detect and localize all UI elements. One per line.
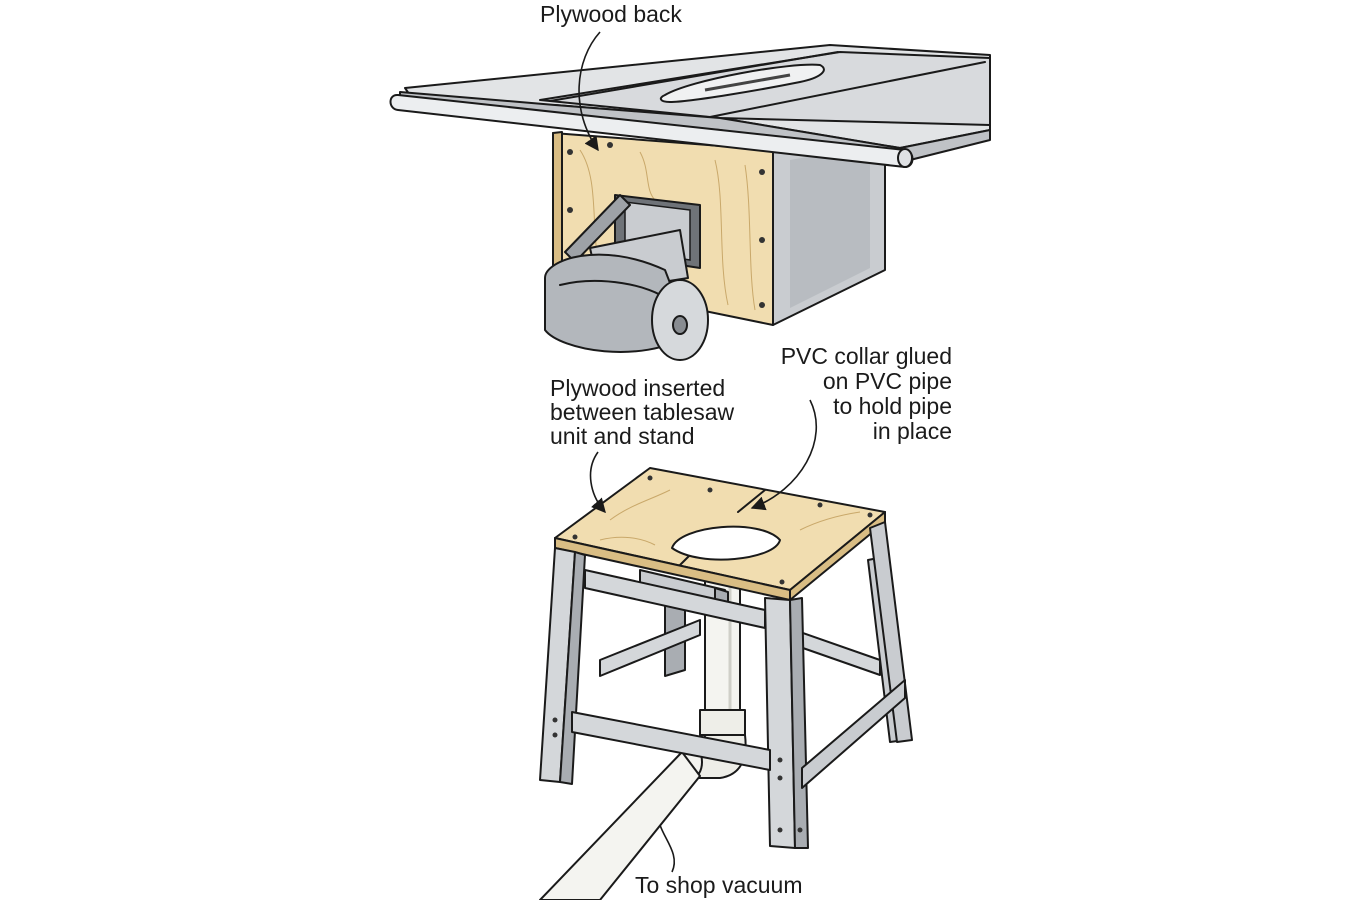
label-plywood-back: Plywood back <box>540 1 682 152</box>
tablesaw-stand <box>539 467 913 901</box>
label-to-shop-vacuum-text: To shop vacuum <box>635 872 802 898</box>
label-pvc-collar-line4: in place <box>873 418 952 444</box>
label-plywood-inserted-line2: between tablesaw <box>550 399 735 425</box>
plywood-back-edge <box>552 131 563 282</box>
label-plywood-back-text: Plywood back <box>540 1 682 27</box>
label-plywood-inserted-line3: unit and stand <box>550 423 695 449</box>
saw-motor <box>544 194 709 361</box>
label-to-shop-vacuum: To shop vacuum <box>635 824 802 898</box>
plywood-insert <box>554 467 886 601</box>
label-pvc-collar: PVC collar glued on PVC pipe to hold pip… <box>750 343 952 511</box>
label-plywood-inserted-line1: Plywood inserted <box>550 375 725 401</box>
tablesaw-unit <box>389 44 991 361</box>
label-pvc-collar-line2: on PVC pipe <box>823 368 952 394</box>
label-plywood-inserted: Plywood inserted between tablesaw unit a… <box>550 375 735 514</box>
label-pvc-collar-line3: to hold pipe <box>833 393 952 419</box>
saw-housing-side-shade <box>790 146 870 308</box>
saw-table-top <box>389 44 991 168</box>
label-pvc-collar-line1: PVC collar glued <box>781 343 952 369</box>
